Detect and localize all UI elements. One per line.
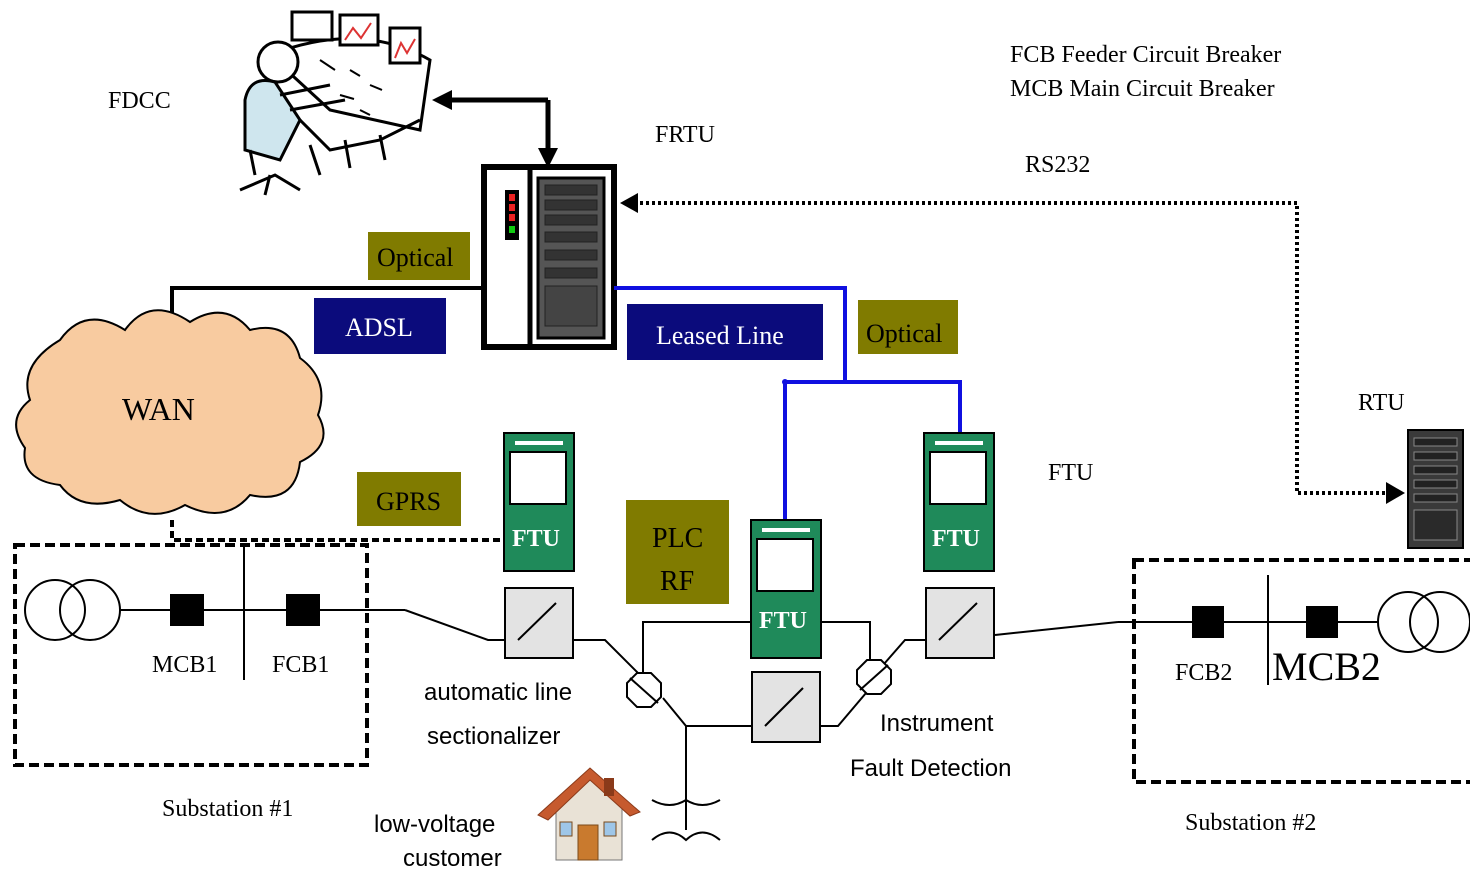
fcb1-label: FCB1 <box>272 652 329 678</box>
instrument-label-line-2: Fault Detection <box>850 755 1011 782</box>
rtu-cabinet <box>1407 429 1464 549</box>
fdcc-label: FDCC <box>108 88 171 114</box>
ftu-3-label: FTU <box>932 526 980 552</box>
mcb1-label: MCB1 <box>152 652 217 678</box>
optical-left-box <box>368 232 470 280</box>
customer-label-line-1: low-voltage <box>374 811 495 838</box>
fcb2-breaker <box>1192 606 1224 638</box>
substation-1-label: Substation #1 <box>162 796 293 822</box>
rs232-link <box>640 201 1388 495</box>
ftu-2-label: FTU <box>759 608 807 634</box>
substation-2-boundary <box>1132 558 1470 784</box>
transformer-1-icon <box>24 579 121 641</box>
gprs-link <box>170 520 505 542</box>
mcb2-breaker <box>1306 606 1338 638</box>
frtu-label: FRTU <box>655 122 715 148</box>
sectionalizer-switch-3 <box>925 587 995 659</box>
frtu-cabinet <box>481 164 617 350</box>
operator-workstation-illustration <box>239 10 432 196</box>
legend-mcb: MCB Main Circuit Breaker <box>1010 76 1275 102</box>
plc-label: PLC <box>652 523 703 554</box>
instrument-label-line-1: Instrument <box>880 710 994 737</box>
blue-junction-dot <box>782 379 788 385</box>
sectionalizer-switch-2 <box>751 671 821 743</box>
sectionalizer-switch-1 <box>504 587 574 659</box>
rtu-label: RTU <box>1358 390 1405 416</box>
rf-label: RF <box>660 566 694 597</box>
mcb2-label: MCB2 <box>1272 644 1381 689</box>
sectionalizer-label-line-1: automatic line <box>424 679 572 706</box>
customer-label-line-2: customer <box>403 845 502 872</box>
substation-2-label: Substation #2 <box>1185 810 1316 836</box>
leased-line-label: Leased Line <box>656 321 784 350</box>
fdcc-frtu-link <box>432 90 558 168</box>
adsl-label: ADSL <box>345 313 413 342</box>
wan-cloud <box>15 309 325 515</box>
gprs-box <box>357 472 461 526</box>
ftu-unit-3 <box>923 432 995 572</box>
plc-rf-box <box>626 500 729 604</box>
sectionalizer-label-line-2: sectionalizer <box>427 723 560 750</box>
gprs-label: GPRS <box>376 487 441 516</box>
optical-left-label: Optical <box>377 243 454 272</box>
house-icon <box>537 767 641 861</box>
leased-line-box <box>627 304 823 360</box>
rs232-label: RS232 <box>1025 152 1090 178</box>
ftu-unit-2 <box>750 519 822 659</box>
customer-tap-symbol <box>651 798 721 842</box>
ftu-1-label: FTU <box>512 526 560 552</box>
ftu-unit-1 <box>503 432 575 572</box>
feeder-lines <box>404 609 926 800</box>
rs232-arrow-frtu <box>620 193 638 213</box>
rs232-arrow-rtu <box>1386 482 1405 504</box>
adsl-box <box>314 298 446 354</box>
fcb1-breaker <box>286 594 320 626</box>
feeder-to-substation-2 <box>994 621 1119 636</box>
optical-right-label: Optical <box>866 319 943 348</box>
mcb1-breaker <box>170 594 204 626</box>
transformer-2-icon <box>1377 591 1470 653</box>
optical-right-box <box>858 300 958 354</box>
wan-label: WAN <box>122 391 195 427</box>
ftu-label: FTU <box>1048 460 1093 486</box>
legend-fcb: FCB Feeder Circuit Breaker <box>1010 42 1281 68</box>
fcb2-label: FCB2 <box>1175 660 1232 686</box>
